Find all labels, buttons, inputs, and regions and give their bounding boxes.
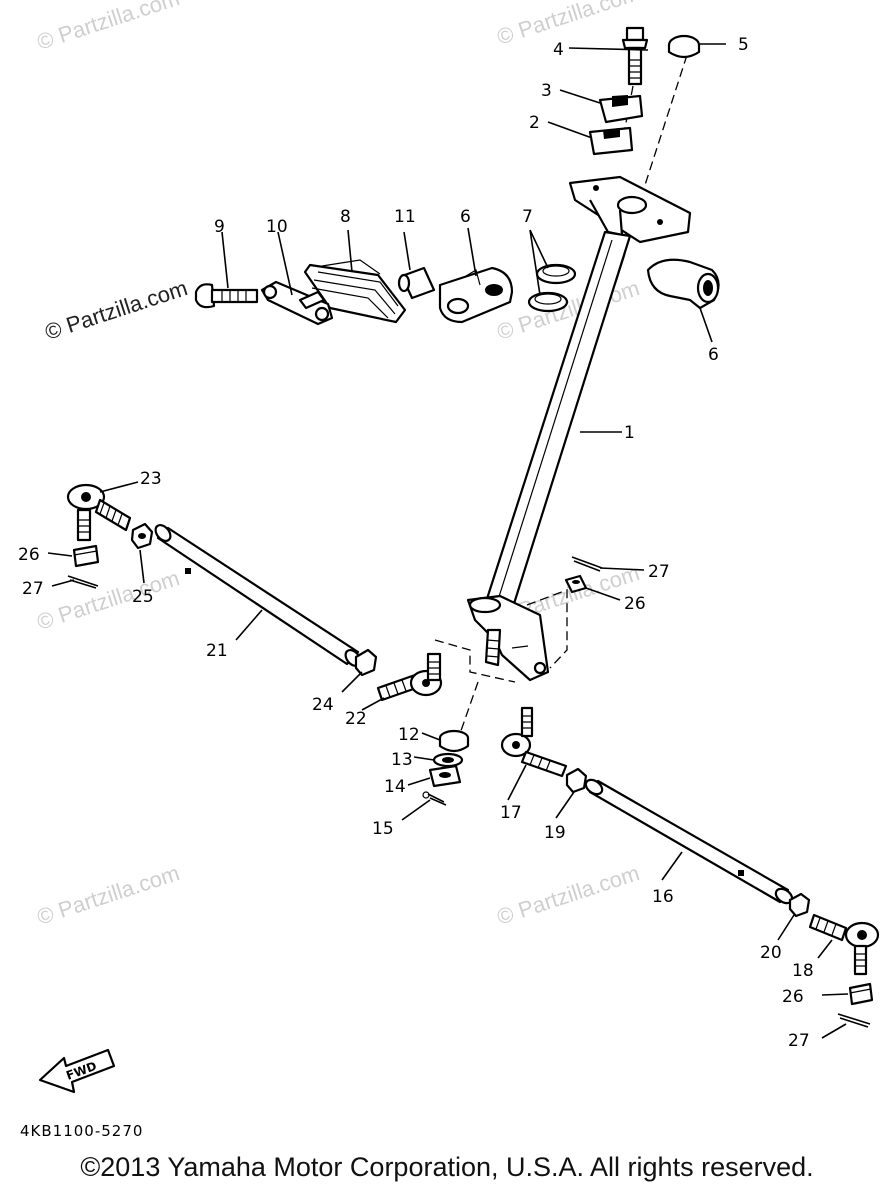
tie-rod-end-part-18 xyxy=(808,913,880,976)
label-part-18: 18 xyxy=(792,961,814,981)
bushing-part-6-right xyxy=(646,258,720,310)
watermark: © Partzilla.com xyxy=(34,565,183,635)
label-part-9: 9 xyxy=(214,217,225,237)
tie-rod-end-part-23 xyxy=(66,483,132,542)
label-part-12: 12 xyxy=(398,725,420,745)
label-part-8: 8 xyxy=(340,207,351,227)
nut-part-14 xyxy=(428,764,462,788)
center-line xyxy=(644,54,688,186)
bolt-part-9 xyxy=(194,283,259,309)
label-part-27-right: 27 xyxy=(788,1031,810,1051)
part-labels: 5 4 3 2 1 6 7 6 11 8 10 9 23 26 27 25 21… xyxy=(18,35,814,1051)
castle-nut-part-26-left xyxy=(72,544,100,568)
label-part-26-left: 26 xyxy=(18,545,40,565)
label-part-14: 14 xyxy=(384,777,406,797)
label-part-6-left: 6 xyxy=(460,207,471,227)
cotter-pin-part-27-right xyxy=(837,1013,871,1028)
label-part-21: 21 xyxy=(206,641,228,661)
tie-rod-end-part-17 xyxy=(500,706,568,778)
nut-part-20 xyxy=(788,892,811,918)
nut-part-19 xyxy=(565,767,588,794)
label-part-13: 13 xyxy=(391,750,413,770)
label-part-16: 16 xyxy=(652,887,674,907)
leader-lines xyxy=(47,43,849,1039)
clamp-part-2 xyxy=(588,126,634,156)
label-part-15: 15 xyxy=(372,819,394,839)
label-part-19: 19 xyxy=(544,823,566,843)
label-part-7: 7 xyxy=(522,207,533,227)
tie-rod-part-21 xyxy=(154,524,362,667)
diagram-code: 4KB1100-5270 xyxy=(20,1122,143,1140)
watermark: © Partzilla.com xyxy=(34,860,183,930)
label-part-20: 20 xyxy=(760,943,782,963)
label-part-22: 22 xyxy=(345,709,367,729)
cap-part-5 xyxy=(667,34,701,59)
label-part-4: 4 xyxy=(553,40,564,60)
holder-part-6-left xyxy=(438,266,514,324)
label-part-2: 2 xyxy=(529,113,540,133)
nut-part-24 xyxy=(354,648,378,677)
castle-nut-part-26-right xyxy=(848,982,874,1006)
collar-part-12 xyxy=(438,729,470,753)
rings-part-7 xyxy=(527,263,577,313)
steering-top-bracket xyxy=(568,175,692,244)
cotter-pin-part-27-left xyxy=(67,575,99,589)
fwd-arrow-icon: FWD xyxy=(38,1048,116,1094)
label-part-27-left: 27 xyxy=(22,579,44,599)
watermark: © Partzilla.com xyxy=(34,0,183,55)
label-part-26-right: 26 xyxy=(782,987,804,1007)
label-part-17: 17 xyxy=(500,803,522,823)
steering-lower-bracket xyxy=(466,594,550,682)
label-part-27-upper: 27 xyxy=(648,562,670,582)
label-part-1: 1 xyxy=(624,423,635,443)
watermark: © Partzilla.com xyxy=(42,275,191,345)
label-part-5: 5 xyxy=(738,35,749,55)
label-part-25: 25 xyxy=(132,587,154,607)
cotter-pin-part-15 xyxy=(422,791,447,806)
bolt-part-4 xyxy=(621,26,649,86)
label-part-10: 10 xyxy=(266,217,288,237)
nut-part-25 xyxy=(130,522,154,550)
cotter-pin-part-27-upper xyxy=(571,556,603,572)
watermark: © Partzilla.com xyxy=(494,275,643,345)
label-part-26-upper: 26 xyxy=(624,594,646,614)
tie-rod-part-16 xyxy=(584,778,794,905)
label-part-11: 11 xyxy=(394,207,416,227)
watermark: © Partzilla.com xyxy=(494,860,643,930)
label-part-6-right: 6 xyxy=(708,345,719,365)
link-part-10 xyxy=(260,280,334,326)
collar-part-11 xyxy=(397,266,436,300)
clamp-part-3 xyxy=(598,94,644,124)
copyright-notice: ©2013 Yamaha Motor Corporation, U.S.A. A… xyxy=(80,1152,814,1182)
watermark: © Partzilla.com xyxy=(494,0,643,50)
tie-rod-end-part-22 xyxy=(376,652,443,702)
label-part-24: 24 xyxy=(312,695,334,715)
label-part-3: 3 xyxy=(541,81,552,101)
washer-part-13 xyxy=(432,752,464,768)
label-part-23: 23 xyxy=(140,469,162,489)
